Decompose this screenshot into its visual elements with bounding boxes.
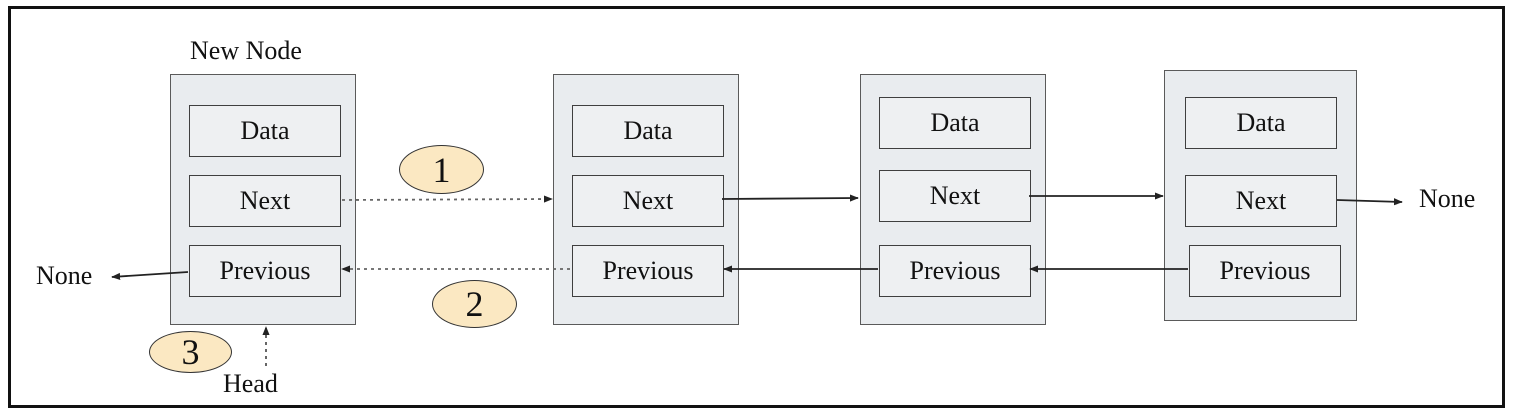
step-badge-1: 1 <box>399 145 484 194</box>
next-arrow-2-3 <box>721 194 859 202</box>
none-label-left: None <box>36 261 93 290</box>
list-node-2: Data Next Previous <box>553 74 739 325</box>
previous-field: Previous <box>1189 245 1341 297</box>
list-node-3: Data Next Previous <box>860 74 1046 325</box>
list-node-4: Data Next Previous <box>1164 70 1357 321</box>
next-field: Next <box>189 175 341 227</box>
previous-field: Previous <box>879 245 1031 297</box>
dotted-next-arrow <box>341 195 553 203</box>
data-field: Data <box>189 105 341 157</box>
new-node-label: New Node <box>190 36 302 65</box>
next-field: Next <box>1185 175 1337 227</box>
step-badge-2: 2 <box>432 280 517 328</box>
previous-field: Previous <box>572 245 724 297</box>
previous-to-none-arrow <box>111 271 189 281</box>
data-field: Data <box>879 97 1031 149</box>
head-label: Head <box>223 369 278 398</box>
data-field: Data <box>572 105 724 157</box>
previous-field: Previous <box>189 245 341 297</box>
data-field: Data <box>1185 97 1337 149</box>
next-field: Next <box>879 170 1031 222</box>
next-to-none-arrow <box>1336 198 1403 206</box>
new-node: Data Next Previous <box>170 74 356 325</box>
step-badge-3: 3 <box>149 331 232 373</box>
none-label-right: None <box>1419 184 1476 213</box>
next-field: Next <box>572 175 724 227</box>
